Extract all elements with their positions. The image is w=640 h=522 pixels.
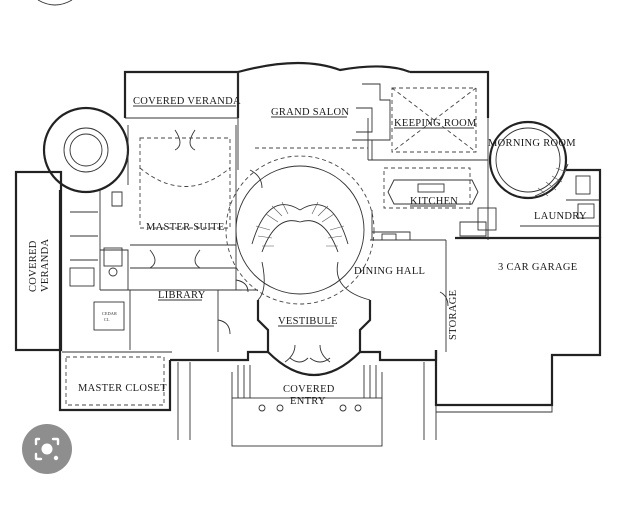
ceiling-dash-lines — [65, 87, 477, 406]
entry-porch — [177, 351, 437, 447]
label-covered-veranda-side-2: VERANDA — [40, 238, 51, 292]
interior-walls — [62, 72, 600, 353]
rotunda-stairs — [225, 155, 375, 305]
door-swings — [149, 129, 449, 363]
kitchen-fixtures — [371, 179, 497, 241]
label-grand-salon: GRAND SALON — [271, 107, 349, 118]
label-dining-hall: DINING HALL — [354, 266, 425, 277]
label-laundry: LAUNDRY — [534, 211, 587, 222]
label-covered-veranda-side-1: COVERED — [28, 240, 39, 292]
master-bath-fixtures — [69, 191, 125, 331]
morning-room-details — [495, 127, 595, 219]
label-car-garage: 3 CAR GARAGE — [498, 262, 577, 273]
lens-icon — [34, 437, 60, 461]
label-storage: STORAGE — [448, 290, 459, 340]
label-cedar-closet-2: CL — [104, 317, 110, 322]
label-master-suite: MASTER SUITE — [146, 222, 225, 233]
label-covered-veranda-top: COVERED VERANDA — [133, 96, 241, 107]
label-keeping-room: KEEPING ROOM — [394, 118, 477, 129]
label-master-closet: MASTER CLOSET — [78, 383, 167, 394]
exterior-walls — [14, 61, 602, 413]
label-cedar-closet-1: CEDAR — [102, 311, 117, 316]
label-library: LIBRARY — [158, 290, 206, 301]
label-morning-room: MORNING ROOM — [488, 138, 576, 149]
label-covered-entry-2: ENTRY — [290, 396, 326, 407]
label-covered-entry-1: COVERED — [283, 384, 335, 395]
label-vestibule: VESTIBULE — [278, 316, 338, 327]
label-kitchen: KITCHEN — [410, 196, 458, 207]
salon-bay-details — [352, 83, 391, 160]
top-edge-arc — [37, 0, 73, 6]
lens-search-button[interactable] — [22, 424, 72, 474]
room-labels: COVERED VERANDA GRAND SALON KEEPING ROOM… — [28, 96, 587, 407]
